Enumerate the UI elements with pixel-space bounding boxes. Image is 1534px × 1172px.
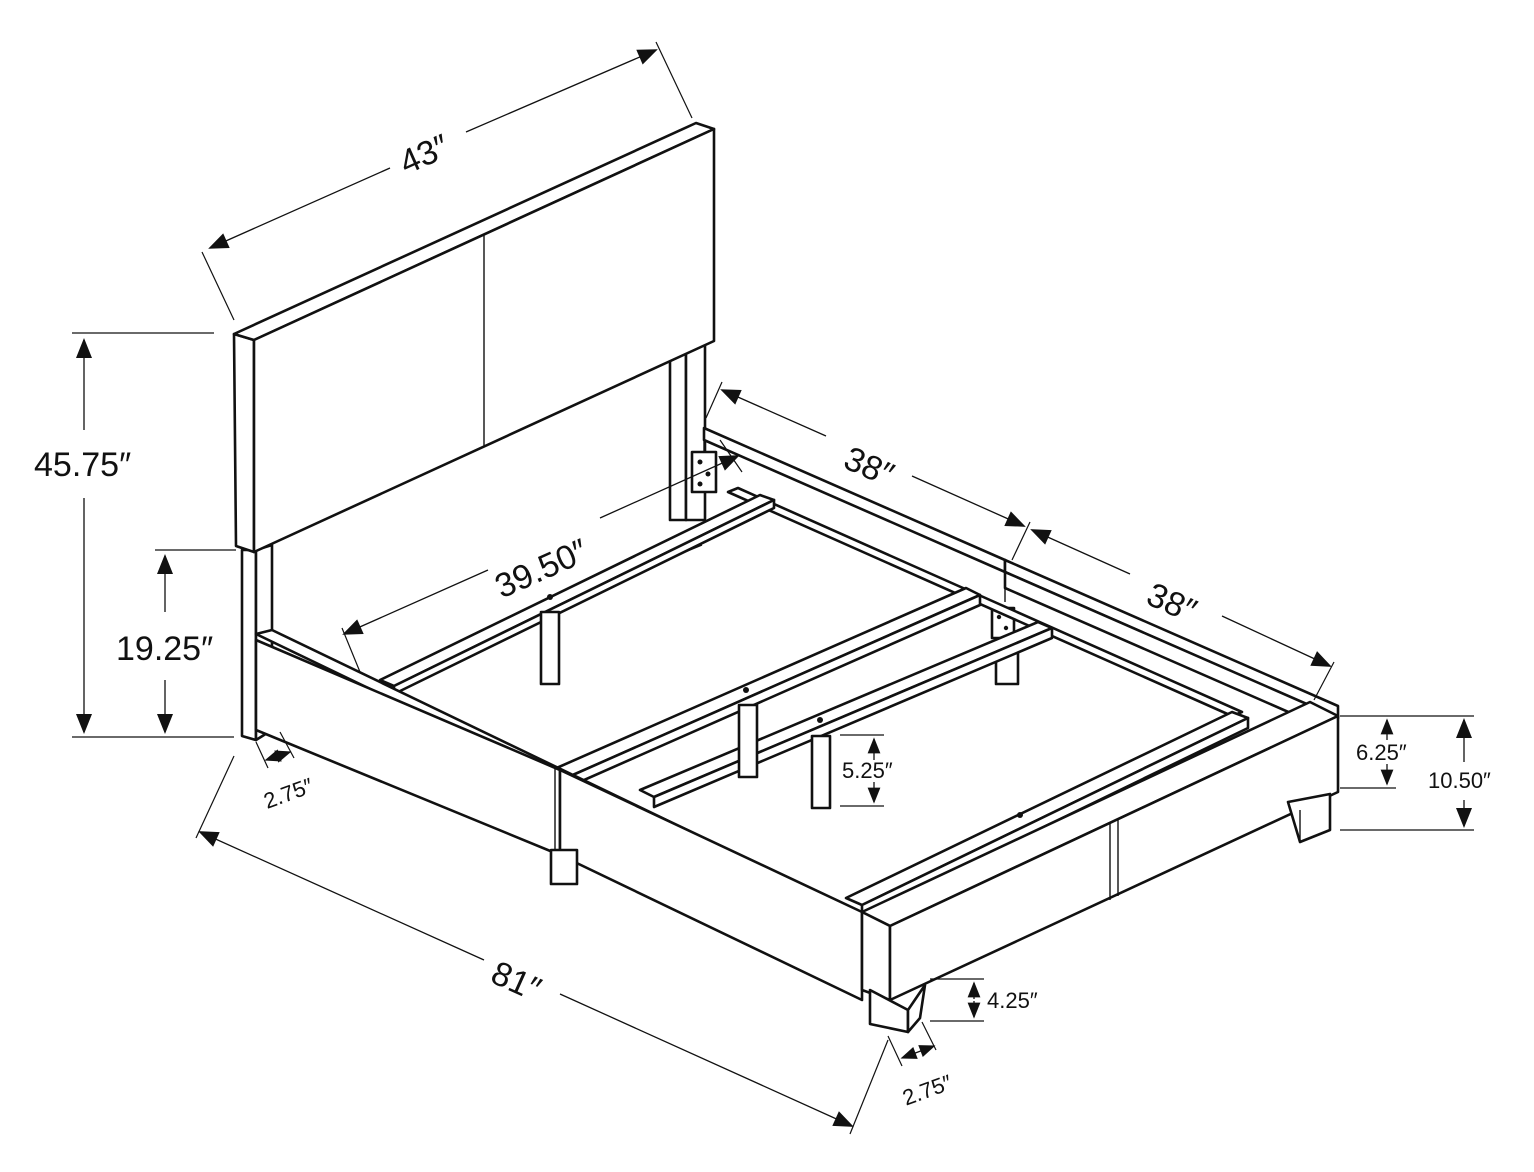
dim-rail-height: 6.25″ [1340, 715, 1474, 831]
label-overall-length: 81″ [485, 954, 546, 1009]
label-overall-height: 45.75″ [34, 446, 131, 484]
headboard-panel-edge [232, 332, 256, 554]
support-slats [378, 486, 1250, 917]
center-support-legs [539, 610, 832, 810]
dim-rail-length-back: 38″ [705, 381, 1031, 561]
label-headboard-width: 43″ [394, 127, 455, 182]
footboard-legs [868, 792, 1332, 1034]
near-side-rail [254, 628, 876, 1002]
dim-frame-height: 10.50″ [1428, 718, 1491, 828]
dim-center-leg-height: 5.25″ [840, 734, 893, 807]
dim-foot-leg-depth: 2.75″ [887, 1021, 955, 1111]
near-rail-leg [549, 848, 579, 886]
label-head-leg-depth: 2.75″ [260, 773, 316, 814]
label-foot-leg-depth: 2.75″ [899, 1070, 955, 1111]
dim-foot-leg-height: 4.25″ [930, 978, 1038, 1022]
label-foot-leg-height: 4.25″ [987, 988, 1038, 1013]
label-center-leg-height: 5.25″ [842, 758, 893, 783]
dim-overall-height: 45.75″ [34, 332, 234, 738]
label-headboard-clearance: 19.25″ [116, 630, 213, 668]
footboard [860, 700, 1340, 1034]
label-frame-height: 10.50″ [1428, 768, 1491, 793]
dim-headboard-clearance: 19.25″ [116, 549, 236, 734]
label-rail-height: 6.25″ [1356, 740, 1407, 765]
label-rail-length-back: 38″ [838, 439, 899, 494]
